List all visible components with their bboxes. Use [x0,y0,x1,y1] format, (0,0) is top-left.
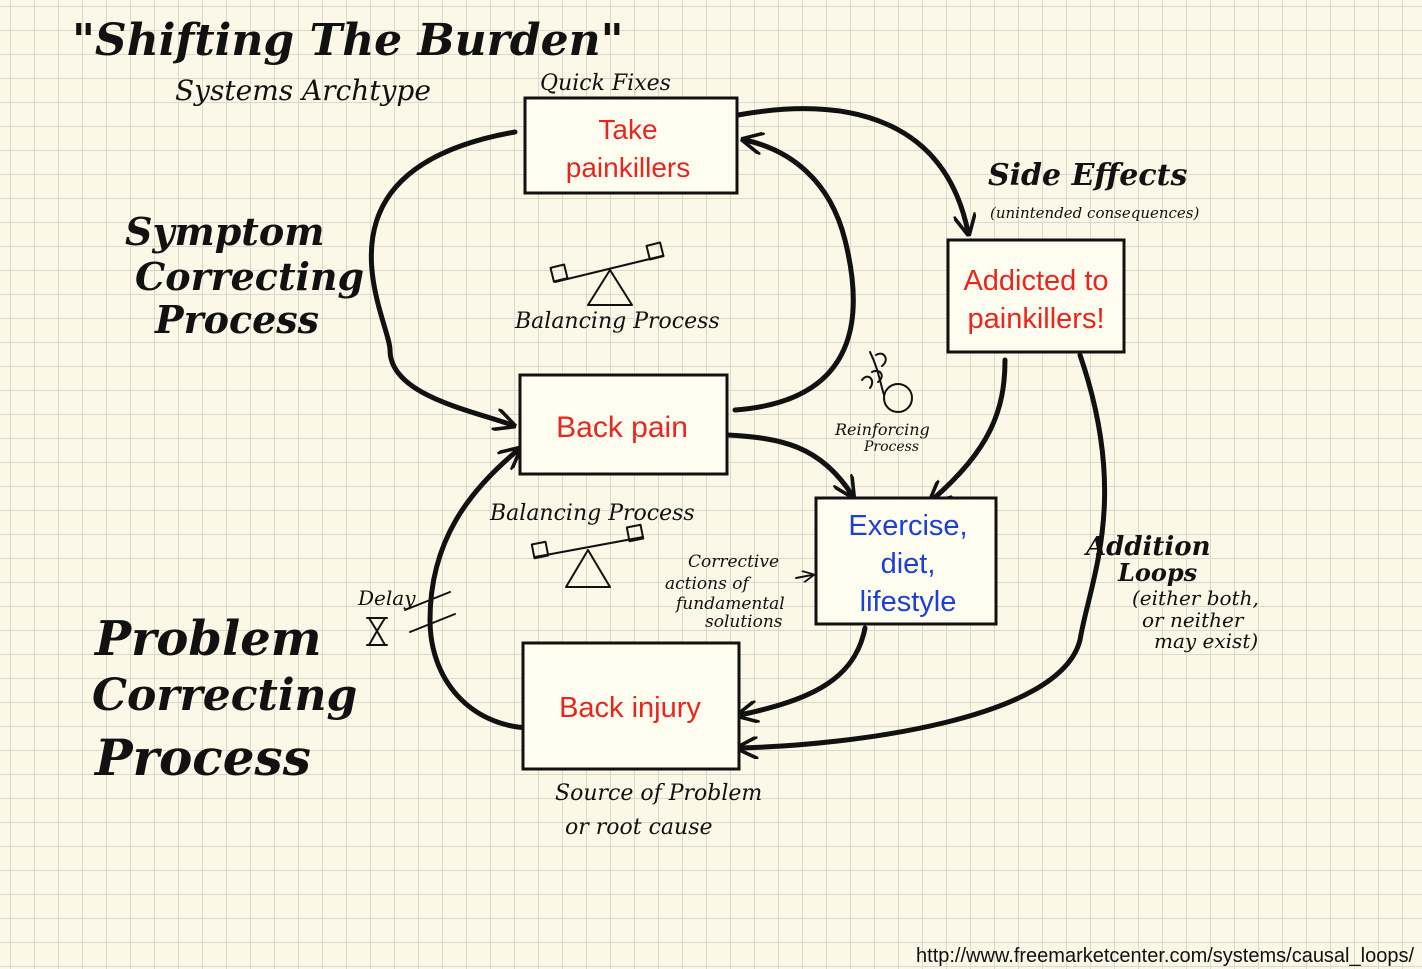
delay-mark [404,591,456,633]
svg-text:Back pain: Back pain [556,411,688,444]
balancing-process-lower-label: Balancing Process [489,501,695,526]
quick-fixes-label: Quick Fixes [540,71,671,96]
svg-text:Addition: Addition [1083,532,1211,562]
svg-text:Process: Process [863,439,919,455]
svg-text:Source of Problem: Source of Problem [555,781,762,806]
reinforcing-process-label: Reinforcing Process [834,420,930,455]
arrow-exercise-to-backinjury [740,625,868,715]
svg-text:Correcting: Correcting [92,670,357,721]
svg-text:Symptom: Symptom [125,209,324,254]
svg-text:actions of: actions of [665,574,751,594]
arrow-painkillers-to-addicted [735,106,968,232]
svg-text:Exercise,: Exercise, [848,510,967,542]
svg-text:solutions: solutions [705,612,783,632]
addiction-loops-note: (either both, or neither may exist) [1132,586,1259,653]
svg-text:may exist): may exist) [1154,629,1258,653]
snowball-icon [861,351,913,413]
arrow-addicted-to-backinjury [740,352,1108,748]
seesaw-icon-upper [549,241,665,306]
svg-text:painkillers!: painkillers! [968,303,1105,335]
svg-text:Loops: Loops [1117,558,1198,587]
side-effects-label: Side Effects [988,158,1187,193]
svg-text:or neither: or neither [1142,608,1245,632]
svg-text:Reinforcing: Reinforcing [834,420,930,439]
svg-text:diet,: diet, [881,548,936,580]
symptom-correcting-process-label: Symptom Correcting Process [125,209,364,342]
arrow-backpain-to-painkillers [732,140,856,413]
svg-text:fundamental: fundamental [674,594,785,614]
svg-text:Correcting: Correcting [135,254,364,299]
corrective-actions-label: Corrective actions of fundamental soluti… [665,552,785,632]
svg-text:Process: Process [154,297,319,342]
node-back-pain: Back pain [518,373,729,476]
arrow-painkillers-to-backpain [368,129,515,425]
svg-text:Addicted to: Addicted to [963,265,1108,297]
delay-label: Delay [357,586,416,610]
node-take-painkillers: Take painkillers [523,96,739,195]
diagram-subtitle: Systems Archtype [175,74,431,107]
addiction-loops-label: Addition Loops [1083,532,1211,587]
arrow-backpain-to-exercise [725,432,852,495]
diagram-title: "Shifting The Burden" [72,15,624,66]
unintended-consequences-label: (unintended consequences) [990,204,1199,222]
source-url: http://www.freemarketcenter.com/systems/… [916,945,1414,967]
svg-text:Corrective: Corrective [688,552,779,572]
arrow-addicted-to-exercise [932,357,1008,500]
hourglass-icon [366,617,388,646]
svg-text:Back injury: Back injury [559,692,701,724]
svg-text:Take: Take [598,114,657,145]
balancing-process-upper-label: Balancing Process [514,309,720,334]
svg-text:painkillers: painkillers [566,152,691,183]
corrective-arrow [795,575,812,578]
problem-correcting-process-label: Problem Correcting Process [92,611,357,787]
arrow-backinjury-to-backpain [427,450,531,731]
node-exercise: Exercise, diet, lifestyle [814,496,998,626]
svg-text:lifestyle: lifestyle [860,586,957,618]
svg-text:or root cause: or root cause [565,815,713,840]
svg-text:(either both,: (either both, [1132,586,1259,610]
svg-text:Process: Process [93,728,311,787]
source-of-problem-label: Source of Problem or root cause [555,781,762,840]
svg-text:Problem: Problem [93,611,322,667]
node-addicted: Addicted to painkillers! [946,238,1126,354]
node-back-injury: Back injury [521,641,741,771]
seesaw-icon-lower [530,523,645,588]
